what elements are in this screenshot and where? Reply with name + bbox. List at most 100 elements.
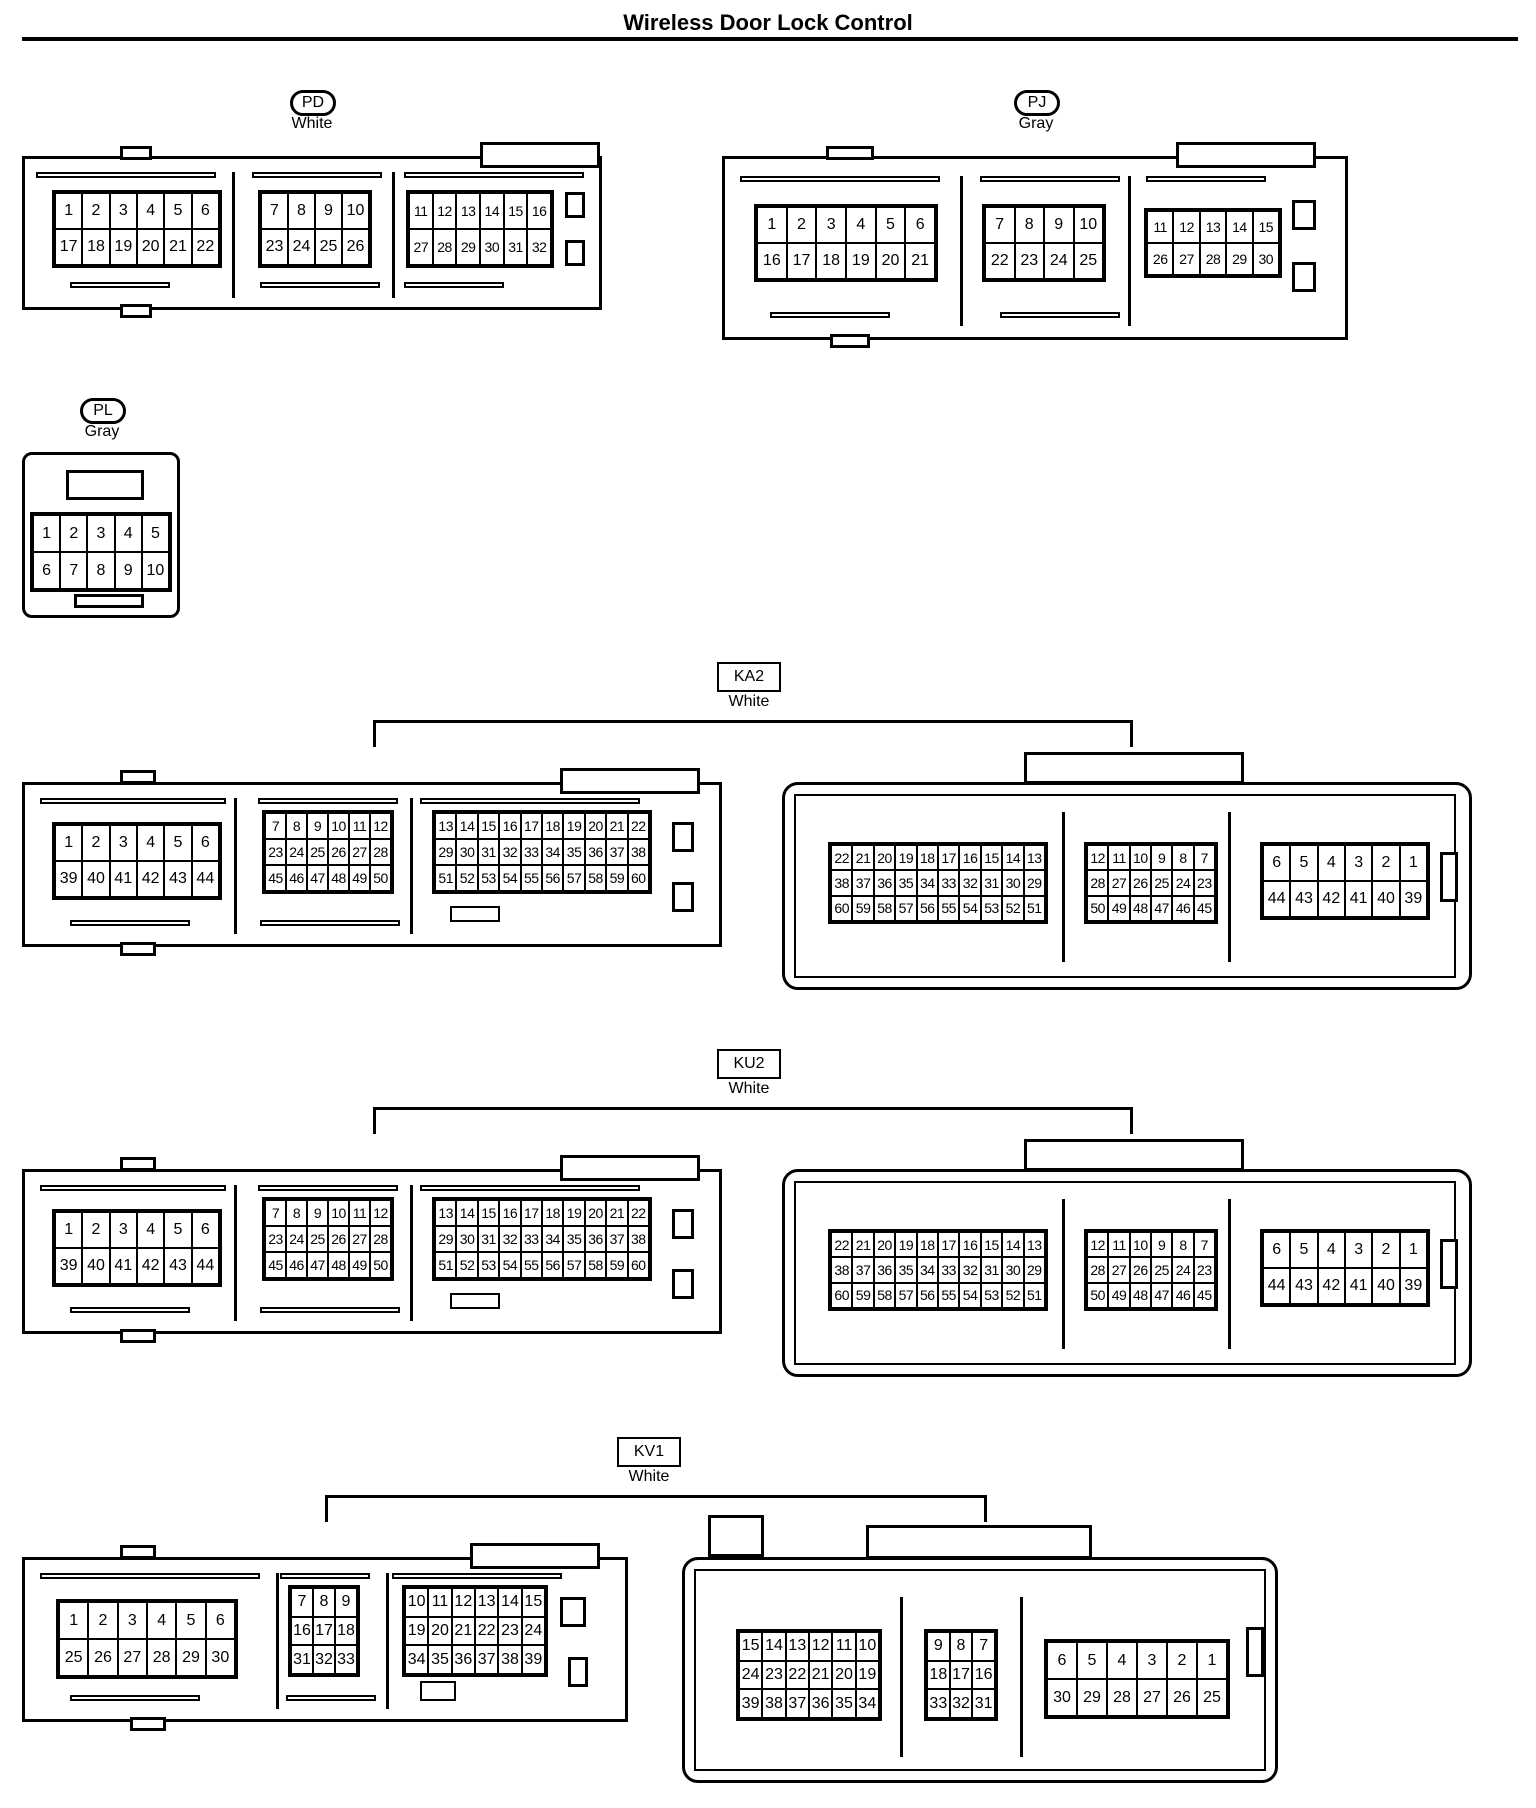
pin-cell: 14 — [456, 1200, 478, 1226]
pj-slot — [1000, 312, 1120, 318]
pj-slot — [740, 176, 940, 182]
pin-cell: 23 — [1014, 243, 1044, 279]
pin-cell: 33 — [927, 1689, 950, 1718]
pin-cell: 4 — [137, 193, 165, 229]
pin-cell: 17 — [786, 243, 817, 279]
connector-bracket — [373, 1107, 1133, 1134]
pj-divider — [1128, 176, 1131, 326]
pin-cell: 36 — [873, 1257, 896, 1283]
pin-cell: 14 — [762, 1632, 786, 1661]
pin-cell: 6 — [205, 1602, 235, 1639]
pin-cell: 54 — [499, 865, 521, 891]
pin-cell: 31 — [291, 1645, 313, 1674]
pin-cell: 45 — [1193, 1282, 1215, 1308]
pin-cell: 34 — [916, 1257, 938, 1283]
pin-cell: 35 — [428, 1645, 452, 1674]
pin-cell: 20 — [584, 813, 607, 839]
pin-cell: 10 — [855, 1632, 879, 1661]
pin-cell: 12 — [1173, 211, 1200, 243]
pin-cell: 18 — [335, 1616, 357, 1646]
pin-cell: 24 — [286, 839, 307, 865]
pin-cell: 56 — [916, 1282, 938, 1308]
pin-cell: 49 — [1108, 1282, 1130, 1308]
pin-cell: 11 — [409, 193, 433, 229]
pin-cell: 8 — [1172, 845, 1194, 871]
pin-cell: 52 — [456, 865, 478, 891]
ku2-latch — [120, 1157, 156, 1171]
pin-cell: 40 — [1372, 1268, 1400, 1304]
pin-cell: 50 — [1087, 895, 1109, 921]
pin-cell: 55 — [937, 895, 960, 921]
pin-cell: 31 — [503, 229, 528, 265]
pin-cell: 10 — [1129, 1232, 1151, 1258]
pin-cell: 53 — [980, 1282, 1003, 1308]
pin-cell: 44 — [1263, 1268, 1291, 1304]
pin-cell: 19 — [563, 1200, 585, 1226]
pin-cell: 11 — [1108, 845, 1130, 871]
pin-cell: 27 — [409, 229, 433, 265]
pin-cell: 6 — [33, 552, 61, 589]
pin-cell: 33 — [937, 870, 960, 896]
pin-cell: 2 — [1372, 1232, 1400, 1268]
pin-cell: 28 — [1199, 243, 1227, 275]
pd-lock-tab — [480, 142, 600, 168]
pin-cell: 34 — [541, 839, 564, 865]
pin-cell: 36 — [809, 1689, 833, 1718]
pin-cell: 51 — [435, 1252, 457, 1278]
pin-cell: 10 — [1073, 207, 1103, 243]
pin-cell: 27 — [349, 1226, 370, 1252]
pin-cell: 53 — [477, 865, 500, 891]
pin-cell: 57 — [895, 895, 917, 921]
pin-cell: 9 — [927, 1632, 950, 1661]
pin-cell: 54 — [959, 895, 981, 921]
pin-cell: 21 — [451, 1616, 475, 1646]
pl-bottom-tab — [74, 594, 144, 608]
pin-cell: 21 — [905, 243, 935, 279]
pj-slot — [980, 176, 1120, 182]
pin-cell: 26 — [1167, 1679, 1197, 1716]
pin-cell: 25 — [1151, 1257, 1173, 1283]
pin-cell: 3 — [117, 1602, 147, 1639]
pin-cell: 40 — [82, 861, 110, 897]
pin-cell: 3 — [109, 193, 137, 229]
pin-cell: 2 — [82, 1212, 110, 1248]
pin-cell: 6 — [1263, 1232, 1291, 1268]
pin-cell: 47 — [1151, 895, 1173, 921]
pin-cell: 22 — [191, 229, 219, 265]
pin-cell: 34 — [916, 870, 938, 896]
pd-slot — [404, 282, 504, 288]
ku2-lock-tab — [560, 1155, 700, 1181]
pin-cell: 4 — [147, 1602, 177, 1639]
pin-cell: 1 — [55, 193, 83, 229]
pin-cell: 14 — [456, 813, 478, 839]
pin-cell: 11 — [1147, 211, 1174, 243]
pin-cell: 8 — [1172, 1232, 1194, 1258]
pin-cell: 12 — [370, 813, 391, 839]
ku2-side-key — [672, 1209, 694, 1239]
pin-cell: 53 — [980, 895, 1003, 921]
pin-cell: 25 — [1151, 870, 1173, 896]
pin-cell: 51 — [435, 865, 457, 891]
pin-cell: 29 — [1023, 870, 1045, 896]
pin-cell: 49 — [1108, 895, 1130, 921]
pin-cell: 56 — [541, 1252, 564, 1278]
pin-cell: 23 — [762, 1660, 786, 1690]
pin-cell: 29 — [435, 1226, 457, 1252]
pin-cell: 27 — [1137, 1679, 1167, 1716]
pin-cell: 1 — [1197, 1642, 1227, 1679]
pin-cell: 14 — [1002, 845, 1024, 871]
pin-cell: 13 — [1199, 211, 1227, 243]
pin-cell: 5 — [1290, 845, 1318, 881]
pin-cell: 17 — [520, 813, 542, 839]
pin-cell: 11 — [428, 1588, 452, 1617]
pin-cell: 19 — [405, 1616, 429, 1646]
pin-cell: 5 — [164, 1212, 192, 1248]
pj-latch-top — [826, 146, 874, 160]
pin-cell: 33 — [937, 1257, 960, 1283]
connector-code-kv1: KV1 — [617, 1437, 681, 1467]
pd-divider — [392, 172, 395, 298]
pin-cell: 9 — [114, 552, 142, 589]
pin-cell: 12 — [809, 1632, 833, 1661]
